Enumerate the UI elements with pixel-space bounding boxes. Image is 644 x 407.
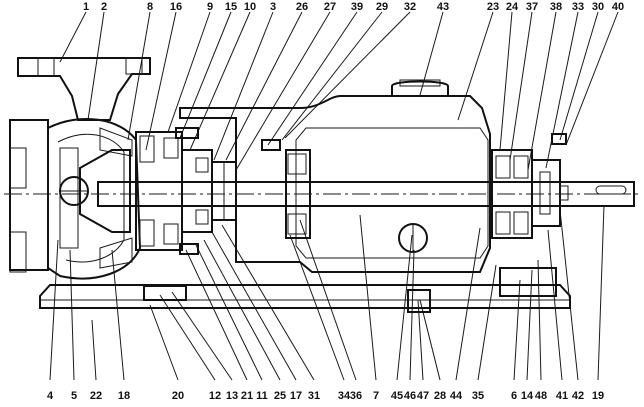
callout-bottom-41: 41 [556, 390, 568, 402]
callout-top-43: 43 [437, 1, 449, 13]
callout-top-23: 23 [487, 1, 499, 13]
callout-bottom-13: 13 [226, 390, 238, 402]
callout-bottom-5: 5 [71, 390, 77, 402]
pump-casing [9, 57, 151, 280]
callout-bottom-47: 47 [417, 390, 429, 402]
callout-bottom-12: 12 [209, 390, 221, 402]
callout-top-16: 16 [170, 1, 182, 13]
callout-top-27: 27 [324, 1, 336, 13]
callout-top-30: 30 [592, 1, 604, 13]
callout-bottom-34: 34 [338, 390, 351, 402]
callout-top-26: 26 [296, 1, 308, 13]
bearing-frame [179, 79, 569, 273]
callout-top-40: 40 [612, 1, 624, 13]
callout-top-3: 3 [270, 1, 276, 13]
callout-bottom-4: 4 [47, 390, 54, 402]
callout-top-37: 37 [526, 1, 538, 13]
callout-bottom-25: 25 [274, 390, 286, 402]
base-plate [39, 267, 571, 313]
callout-bottom-17: 17 [290, 390, 302, 402]
callout-bottom-22: 22 [90, 390, 102, 402]
callout-bottom-21: 21 [241, 390, 253, 402]
callout-bottom-36: 36 [350, 390, 362, 402]
callout-bottom-42: 42 [572, 390, 584, 402]
callout-top-1: 1 [83, 1, 89, 13]
callout-top-24: 24 [506, 1, 519, 13]
shaft [4, 181, 640, 207]
callout-top-29: 29 [376, 1, 388, 13]
callout-bottom-46: 46 [404, 390, 416, 402]
seal-assembly [135, 127, 237, 301]
callout-bottom-18: 18 [118, 390, 130, 402]
callout-top-33: 33 [572, 1, 584, 13]
callout-bottom-19: 19 [592, 390, 604, 402]
callout-bottom-45: 45 [391, 390, 403, 402]
callout-bottom-6: 6 [511, 390, 517, 402]
callout-top-15: 15 [225, 1, 237, 13]
impeller [59, 149, 131, 233]
callout-bottom-14: 14 [521, 390, 534, 402]
callout-bottom-7: 7 [373, 390, 379, 402]
callout-top-9: 9 [207, 1, 213, 13]
callout-bottom-20: 20 [172, 390, 184, 402]
callout-top-8: 8 [147, 1, 153, 13]
callout-top-39: 39 [351, 1, 363, 13]
callout-bottom-31: 31 [308, 390, 320, 402]
callout-bottom-48: 48 [535, 390, 547, 402]
callout-top-2: 2 [101, 1, 107, 13]
callout-top-38: 38 [550, 1, 562, 13]
callout-bottom-35: 35 [472, 390, 484, 402]
callout-top-32: 32 [404, 1, 416, 13]
callout-top-10: 10 [244, 1, 256, 13]
callout-bottom-11: 11 [256, 390, 268, 402]
callout-bottom-28: 28 [434, 390, 446, 402]
callout-bottom-44: 44 [450, 390, 463, 402]
